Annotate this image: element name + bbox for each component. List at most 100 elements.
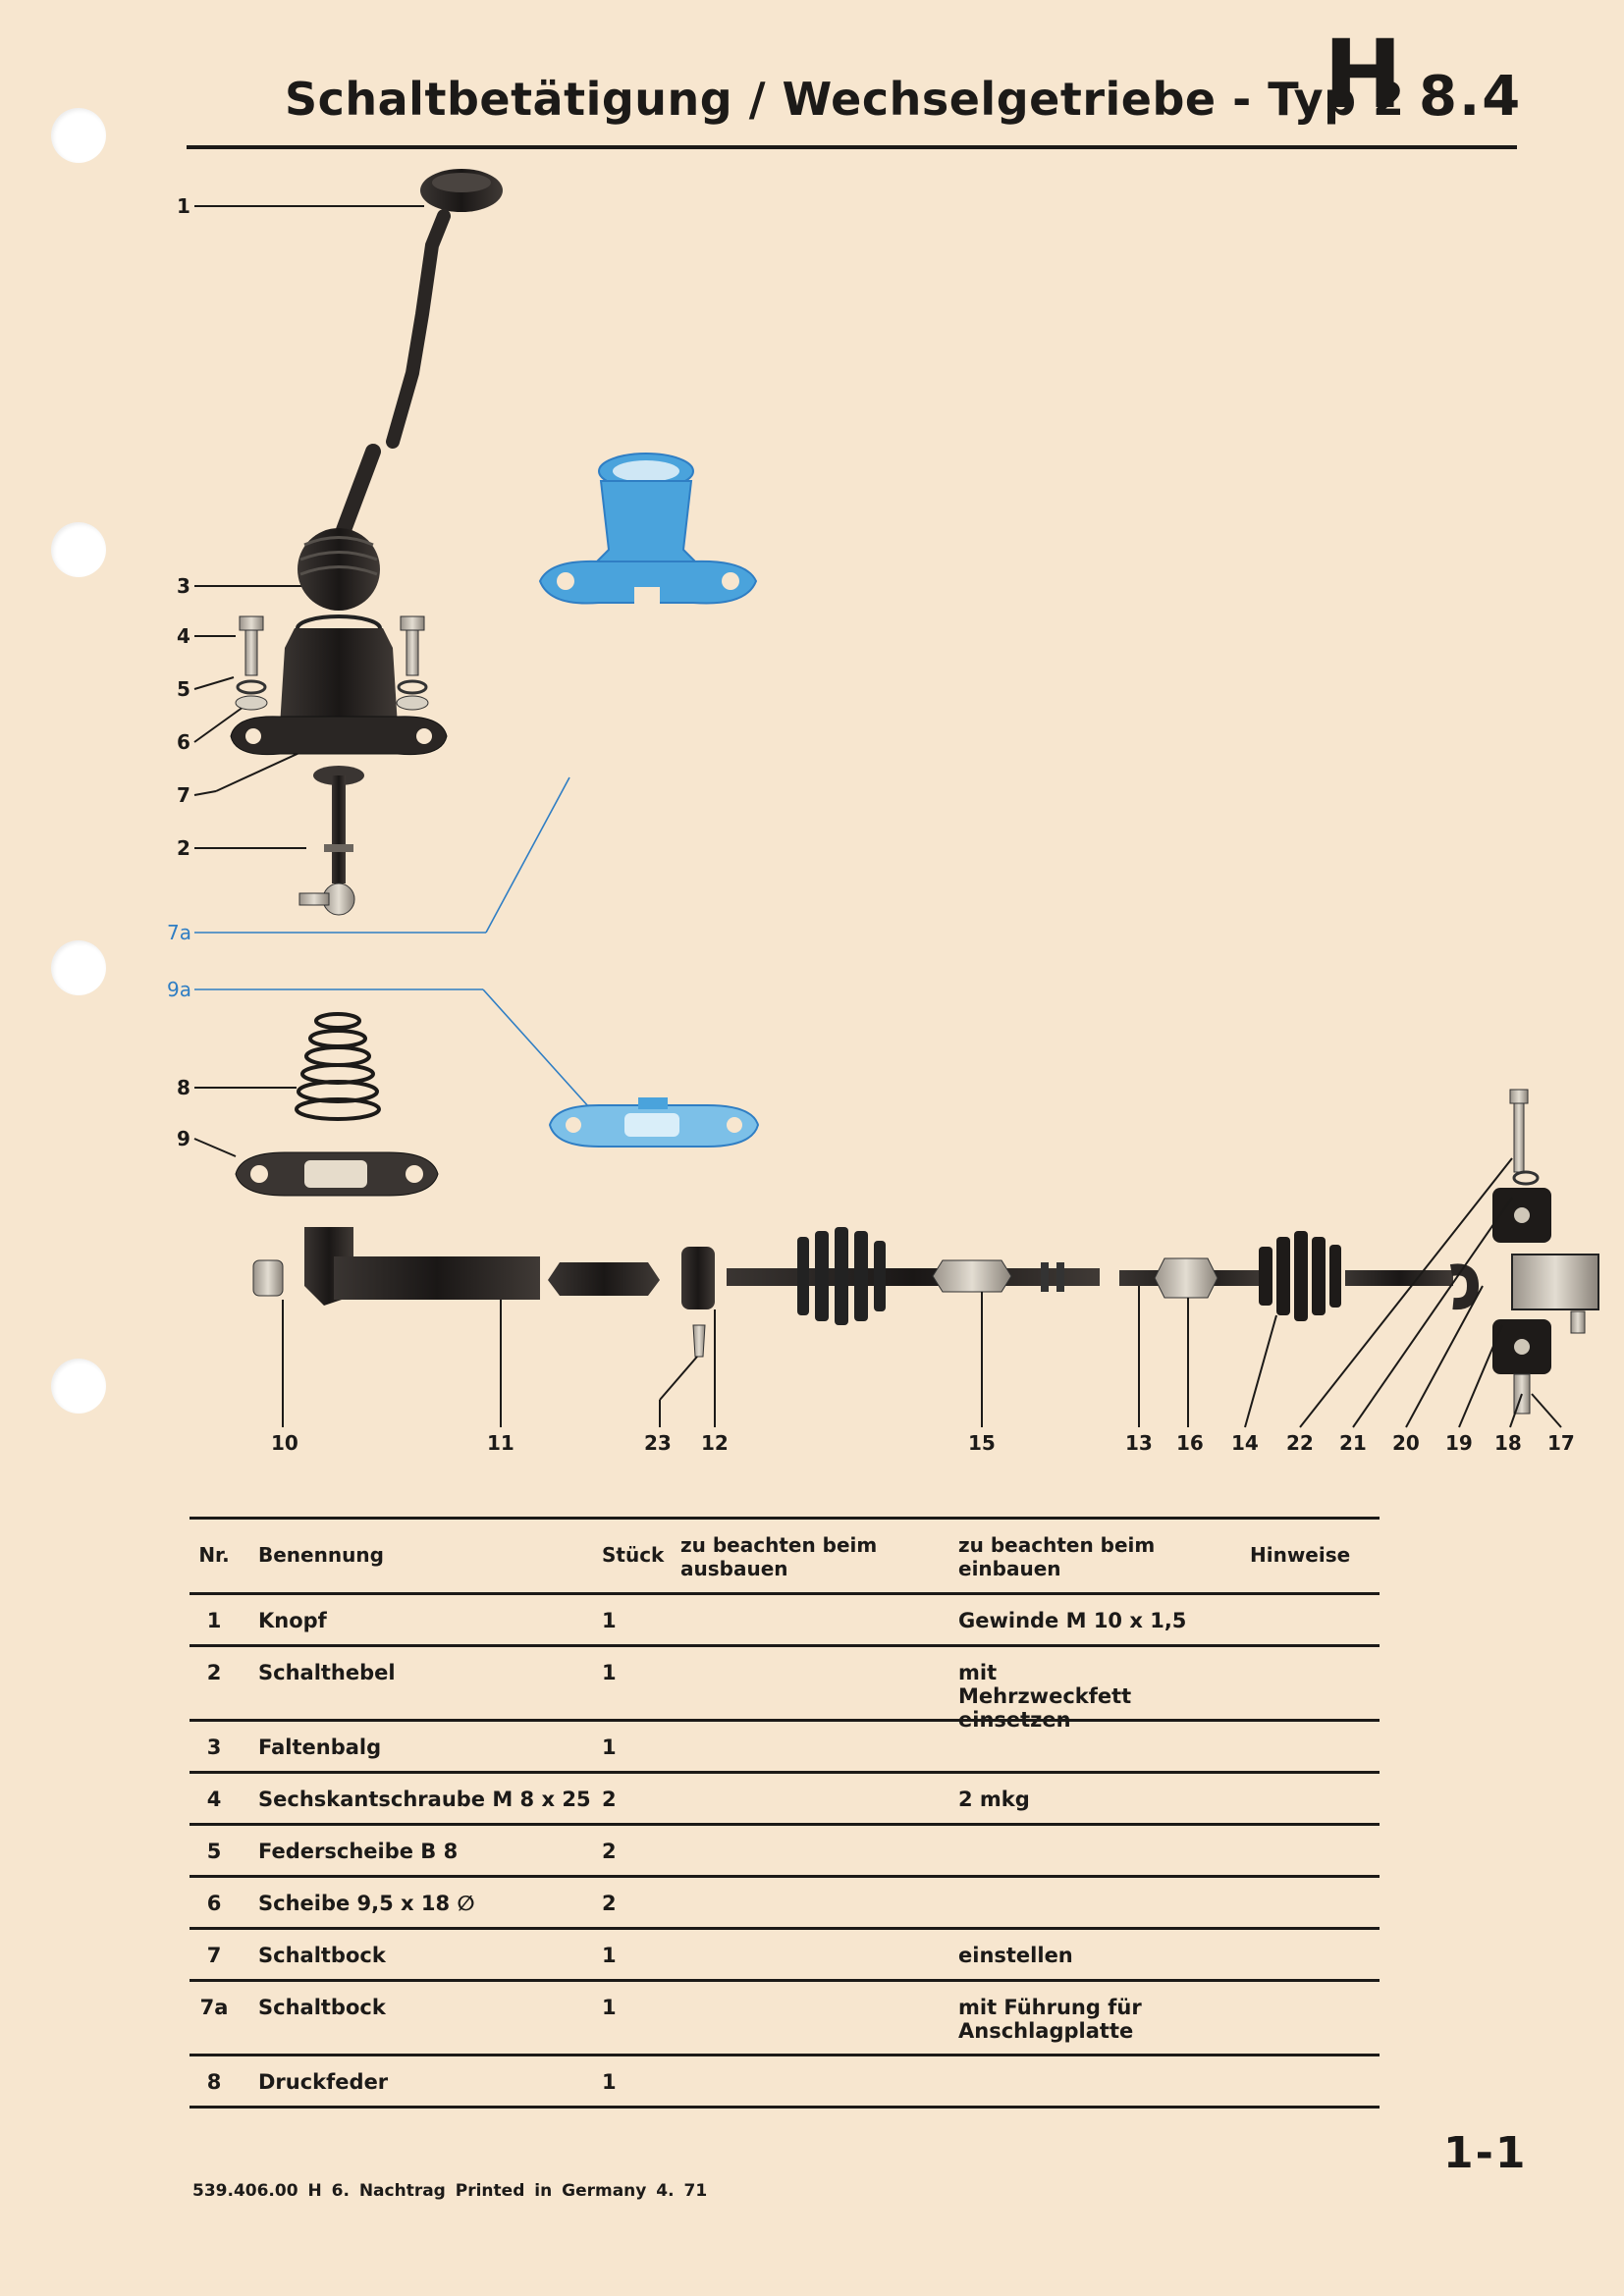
row-qty: 1 [602,2070,617,2094]
row-qty: 2 [602,1892,617,1915]
table-row: 3 Faltenbalg 1 [189,1722,1380,1774]
callout-12: 12 [701,1431,729,1455]
callout-7a: 7a [167,921,191,944]
parts-table: Nr. Benennung Stück zu beachten beim aus… [189,1517,1380,2109]
callout-6: 6 [177,730,190,754]
screw-left [239,615,264,676]
punch-hole-bottom [51,1359,106,1414]
page-title: Schaltbetätigung / Wechselgetriebe - Typ… [285,73,1405,126]
row-install: einstellen [958,1944,1073,1967]
callout-16: 16 [1176,1431,1204,1455]
row-name: Druckfeder [258,2070,389,2094]
row-nr: 4 [206,1788,222,1811]
row-nr: 2 [206,1661,222,1684]
row-qty: 1 [602,1944,617,1967]
diagram-artwork [193,169,1599,1428]
leader-lines-bottom [282,1157,1562,1428]
callout-10: 10 [271,1431,298,1455]
row-nr: 3 [206,1735,222,1759]
row-install: mit Führung für Anschlagplatte [958,1996,1142,2043]
header-name: Benennung [258,1543,384,1567]
table-row: 7 Schaltbock 1 einstellen [189,1930,1380,1982]
callout-8: 8 [177,1076,190,1099]
header-nr: Nr. [198,1543,230,1567]
lever-upper-rod [386,209,451,449]
row-qty: 1 [602,1996,617,2019]
exploded-parts-diagram: 1 3 4 5 6 7 2 7a 9a 8 9 10 11 23 12 15 1… [0,157,1624,1492]
punch-hole-top [51,108,106,163]
screw-right [400,615,425,676]
row-nr: 1 [206,1609,222,1632]
callout-19: 19 [1445,1431,1473,1455]
callout-15: 15 [968,1431,996,1455]
callout-11: 11 [487,1431,514,1455]
section-letter: H [1324,20,1403,130]
table-row: 6 Scheibe 9,5 x 18 ∅ 2 [189,1878,1380,1930]
page-header: Schaltbetätigung / Wechselgetriebe - Typ… [187,27,1520,149]
callout-3: 3 [177,574,190,598]
row-name: Sechskantschraube M 8 x 25 [258,1788,591,1811]
callout-2: 2 [177,836,190,860]
blue-shift-housing-7a [538,453,758,605]
row-qty: 2 [602,1788,617,1811]
row-nr: 5 [206,1840,222,1863]
table-row: 1 Knopf 1 Gewinde M 10 x 1,5 [189,1595,1380,1647]
row-qty: 1 [602,1661,617,1684]
row-name: Schaltbock [258,1944,386,1967]
callout-18: 18 [1494,1431,1522,1455]
header-notes: Hinweise [1250,1543,1351,1567]
row-name: Knopf [258,1609,327,1632]
callout-1: 1 [177,194,190,218]
page-reference: 1-1 [1443,2128,1528,2178]
row-name: Schalthebel [258,1661,396,1684]
row-name: Scheibe 9,5 x 18 ∅ [258,1892,475,1915]
table-body: 1 Knopf 1 Gewinde M 10 x 1,5 2 Schaltheb… [189,1595,1380,2109]
header-install: zu beachten beim einbauen [958,1533,1156,1580]
row-nr: 7 [206,1944,222,1967]
callout-17: 17 [1547,1431,1575,1455]
row-install: mit Mehrzweckfett einsetzen [958,1661,1132,1732]
callout-14: 14 [1231,1431,1259,1455]
pressure-spring [295,1012,381,1121]
callout-13: 13 [1125,1431,1153,1455]
section-number: 8.4 [1419,65,1523,129]
callout-21: 21 [1339,1431,1367,1455]
row-nr: 6 [206,1892,222,1915]
callout-5: 5 [177,677,190,701]
callout-7: 7 [177,783,190,807]
row-qty: 1 [602,1735,617,1759]
shift-housing [230,614,448,756]
punch-hole-upper-middle [51,522,106,577]
leader-lines-blue [194,776,590,1108]
row-name: Faltenbalg [258,1735,382,1759]
callout-22: 22 [1286,1431,1314,1455]
header-removal: zu beachten beim ausbauen [680,1533,878,1580]
footer-print-info: 539.406.00 H 6. Nachtrag Printed in Germ… [192,2181,708,2201]
callout-20: 20 [1392,1431,1420,1455]
punch-hole-lower-middle [51,940,106,995]
stop-plate [235,1151,439,1197]
callout-23: 23 [644,1431,672,1455]
row-install: 2 mkg [958,1788,1030,1811]
table-row: 4 Sechskantschraube M 8 x 25 2 2 mkg [189,1774,1380,1826]
row-nr: 7a [199,1996,229,2019]
row-install: Gewinde M 10 x 1,5 [958,1609,1187,1632]
row-name: Schaltbock [258,1996,386,2019]
shift-rod-assembly [252,1089,1599,1415]
blue-stop-plate-9a [548,1097,760,1148]
table-row: 7a Schaltbock 1 mit Führung für Anschlag… [189,1982,1380,2056]
table-header-row: Nr. Benennung Stück zu beachten beim aus… [189,1520,1380,1595]
row-name: Federscheibe B 8 [258,1840,459,1863]
callout-9: 9 [177,1127,190,1150]
row-nr: 8 [206,2070,222,2094]
boot-ball-shape [298,528,380,611]
callout-4: 4 [177,624,190,648]
leader-lines-left [193,205,424,1157]
table-row: 8 Druckfeder 1 [189,2056,1380,2109]
row-qty: 1 [602,1609,617,1632]
table-row: 5 Federscheibe B 8 2 [189,1826,1380,1878]
row-qty: 2 [602,1840,617,1863]
header-qty: Stück [602,1543,665,1567]
callout-9a: 9a [167,978,191,1001]
